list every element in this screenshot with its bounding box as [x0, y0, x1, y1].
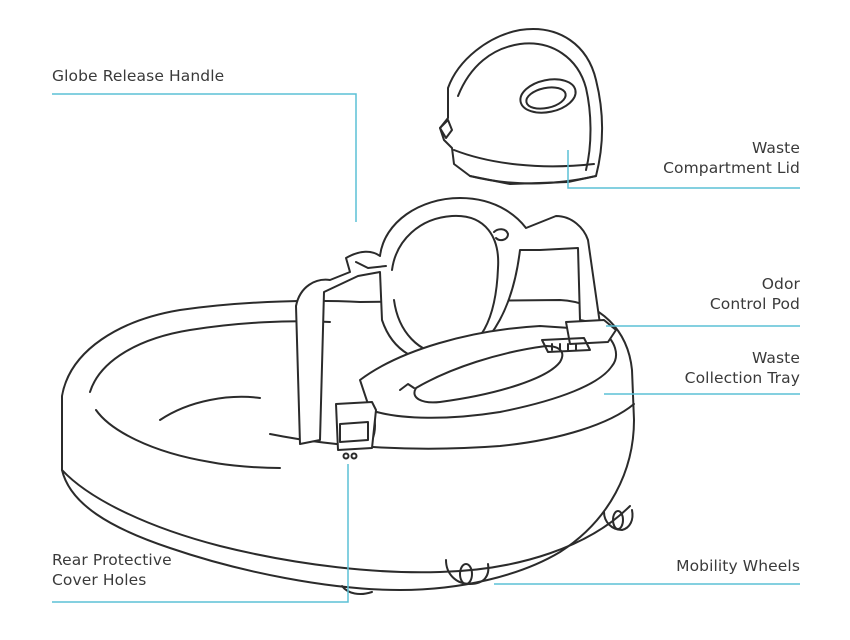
rear-latch: [335, 401, 377, 460]
callout-text: Globe Release Handle: [52, 67, 225, 85]
callout-mobility-wheels: Mobility Wheels: [676, 556, 800, 576]
leader-waste-compartment-lid: [567, 150, 800, 189]
callout-text: Cover Holes: [52, 571, 147, 589]
callout-globe-release-handle: Globe Release Handle: [52, 66, 224, 86]
leader-lines: [52, 93, 800, 603]
callout-text: Collection Tray: [684, 369, 800, 387]
callout-rear-protective-cover-holes: Rear Protective Cover Holes: [52, 550, 172, 590]
odor-control-pod-part: [541, 319, 617, 353]
callout-waste-collection-tray: Waste Collection Tray: [685, 348, 800, 388]
callout-text: Mobility Wheels: [676, 557, 800, 575]
callout-text: Waste: [751, 349, 800, 367]
callout-text: Compartment Lid: [663, 159, 800, 177]
callout-text: Odor: [761, 275, 800, 293]
callout-text: Rear Protective: [52, 551, 172, 569]
mobility-wheels-part: [341, 509, 634, 595]
callout-text: Control Pod: [709, 295, 800, 313]
leader-globe-release-handle: [52, 93, 357, 222]
callout-waste-compartment-lid: Waste Compartment Lid: [663, 138, 800, 178]
callout-text: Waste: [751, 139, 800, 157]
callout-odor-control-pod: Odor Control Pod: [710, 274, 800, 314]
leader-rear-protective-cover-holes: [52, 464, 349, 603]
waste-compartment-lid-part: [439, 28, 603, 185]
